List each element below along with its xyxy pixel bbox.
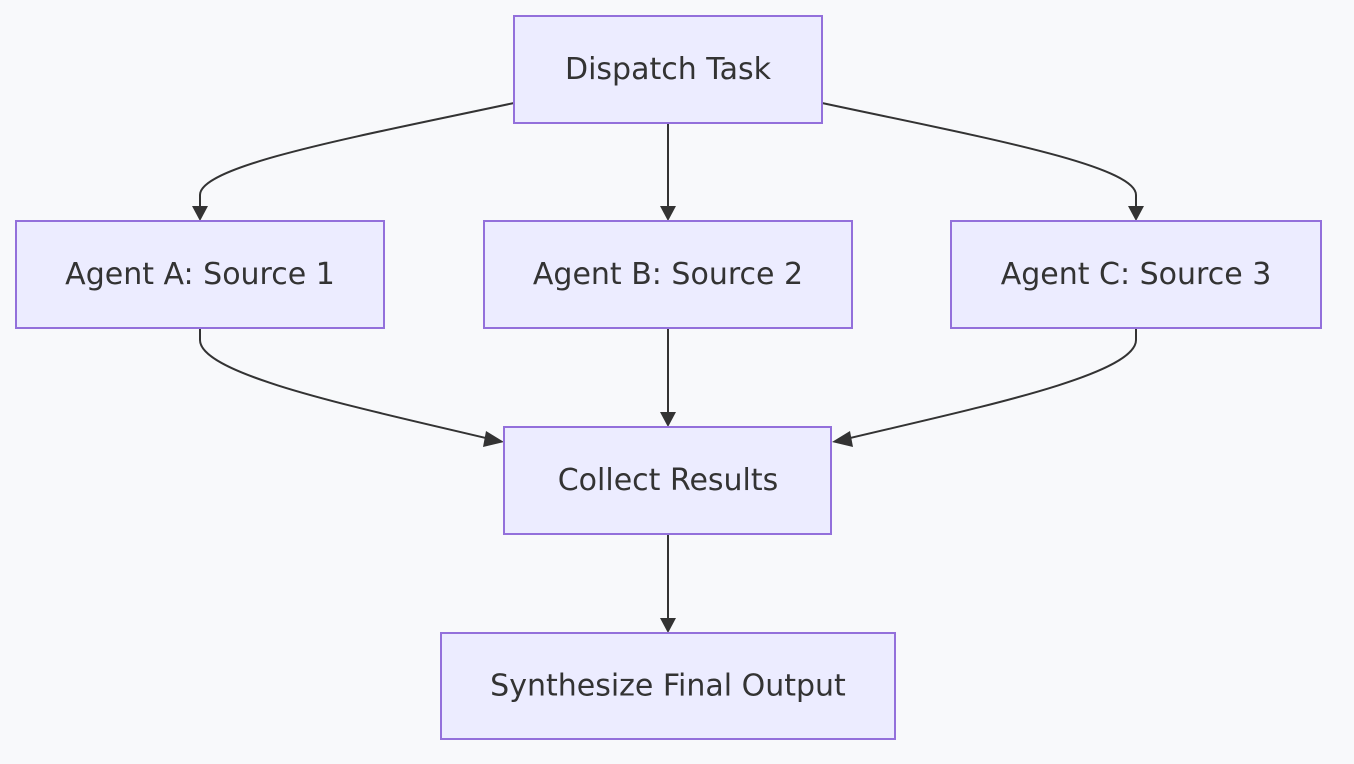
node-agent-c[interactable]: Agent C: Source 3: [950, 220, 1322, 329]
node-agent-b-label: Agent B: Source 2: [533, 257, 803, 292]
node-agent-a[interactable]: Agent A: Source 1: [15, 220, 385, 329]
arrowhead-agent-a: [192, 206, 208, 221]
arrowhead-collect-right: [832, 431, 853, 447]
node-collect-results[interactable]: Collect Results: [503, 426, 832, 535]
arrowhead-agent-b: [660, 206, 676, 221]
arrowhead-synthesize: [660, 618, 676, 633]
edge-dispatch-to-agent-c: [821, 102, 1137, 206]
node-agent-b[interactable]: Agent B: Source 2: [483, 220, 853, 329]
edge-agent-a-to-collect: [199, 328, 491, 440]
edge-agent-c-to-collect: [845, 328, 1137, 440]
node-dispatch-task[interactable]: Dispatch Task: [513, 15, 823, 124]
node-dispatch-task-label: Dispatch Task: [565, 52, 772, 87]
node-collect-results-label: Collect Results: [558, 463, 779, 498]
node-synthesize-final-output[interactable]: Synthesize Final Output: [440, 632, 896, 740]
arrowhead-collect-center: [660, 412, 676, 427]
edge-dispatch-to-agent-a: [199, 102, 515, 206]
node-agent-c-label: Agent C: Source 3: [1001, 257, 1272, 292]
edges: [192, 102, 1144, 633]
node-synthesize-final-output-label: Synthesize Final Output: [490, 669, 846, 704]
node-agent-a-label: Agent A: Source 1: [65, 257, 335, 292]
arrowhead-collect-left: [483, 431, 504, 447]
arrowhead-agent-c: [1128, 206, 1144, 221]
